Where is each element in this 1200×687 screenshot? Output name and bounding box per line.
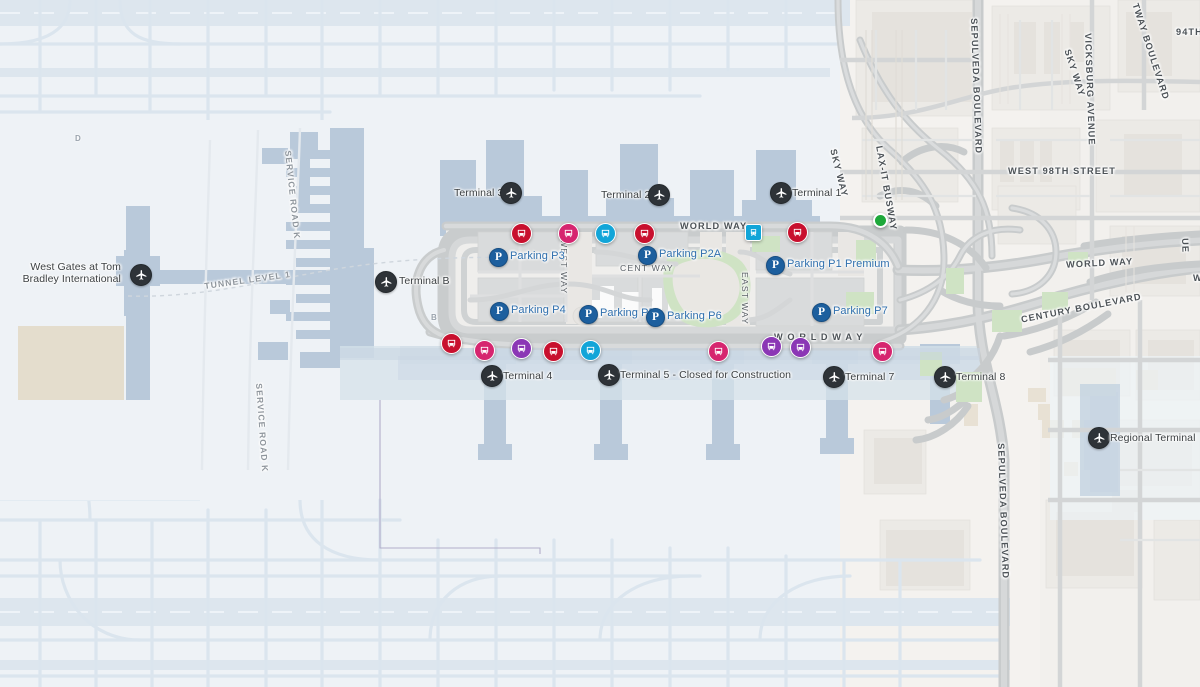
- airplane-icon: [1093, 432, 1104, 443]
- bus-icon: [796, 343, 805, 352]
- terminal-label-terminal-4: Terminal 4: [503, 370, 553, 382]
- terminal-label-west-gates-tbit: West Gates at Tom Bradley International: [22, 261, 121, 285]
- shuttle-stop-south-7[interactable]: [761, 336, 782, 357]
- road-label-sepulveda-boulevard-north: SEPULVEDA BOULEVARD: [969, 18, 984, 155]
- terminal-pin-terminal-8[interactable]: [934, 366, 956, 388]
- road-label-tunnel-level-1: TUNNEL LEVEL 1: [203, 268, 292, 292]
- airplane-icon: [939, 371, 950, 382]
- airplane-icon: [135, 269, 146, 280]
- terminal-label-regional-terminal: Regional Terminal: [1110, 432, 1196, 444]
- people-mover-station-north[interactable]: [745, 224, 762, 241]
- terminal-label-terminal-3: Terminal 3: [454, 187, 504, 199]
- terminal-pin-west-gates-tbit[interactable]: [130, 264, 152, 286]
- road-label-century-boulevard: CENTURY BOULEVARD: [1020, 291, 1143, 325]
- road-label-world-way-north: WORLD WAY: [680, 221, 748, 231]
- airfield-code-d: D: [75, 134, 81, 143]
- shuttle-stop-south-1[interactable]: [441, 333, 462, 354]
- road-label-world-way-south: W O R L D W A Y: [774, 332, 864, 342]
- shuttle-stop-south-8[interactable]: [790, 337, 811, 358]
- airplane-icon: [775, 187, 786, 198]
- bus-icon: [517, 229, 526, 238]
- road-label-west-98th-street: WEST 98TH STREET: [1008, 166, 1116, 176]
- terminal-label-terminal-8: Terminal 8: [956, 371, 1006, 383]
- bus-icon: [480, 346, 489, 355]
- parking-pin-p5[interactable]: P: [579, 305, 598, 324]
- parking-label-p6: Parking P6: [667, 310, 722, 322]
- terminal-label-terminal-1: Terminal 1: [792, 187, 842, 199]
- shuttle-stop-south-2[interactable]: [474, 340, 495, 361]
- shuttle-stop-north-3[interactable]: [595, 223, 616, 244]
- bus-icon: [586, 346, 595, 355]
- lax-it-busway-stop-dot[interactable]: [873, 213, 888, 228]
- shuttle-stop-north-5[interactable]: [787, 222, 808, 243]
- bus-icon: [447, 339, 456, 348]
- road-label-sky-way-mid: SKY WAY: [828, 148, 850, 199]
- shuttle-stop-south-3[interactable]: [511, 338, 532, 359]
- terminal-pin-regional-terminal[interactable]: [1088, 427, 1110, 449]
- parking-pin-p6[interactable]: P: [646, 308, 665, 327]
- bus-icon: [793, 228, 802, 237]
- parking-pin-p4[interactable]: P: [490, 302, 509, 321]
- terminal-pin-terminal-7[interactable]: [823, 366, 845, 388]
- parking-pin-p1-premium[interactable]: P: [766, 256, 785, 275]
- parking-pin-p2a[interactable]: P: [638, 246, 657, 265]
- terminal-pin-terminal-2[interactable]: [648, 184, 670, 206]
- shuttle-stop-south-6[interactable]: [708, 341, 729, 362]
- shuttle-stop-south-5[interactable]: [580, 340, 601, 361]
- road-label-boulevard-northeast: TWAY BOULEVARD: [1130, 2, 1172, 102]
- parking-label-p2a: Parking P2A: [659, 248, 722, 260]
- shuttle-stop-south-4[interactable]: [543, 341, 564, 362]
- terminal-label-terminal-2: Terminal 2: [601, 189, 651, 201]
- train-icon: [750, 229, 757, 236]
- parking-pin-p7[interactable]: P: [812, 303, 831, 322]
- terminal-label-terminal-b: Terminal B: [399, 275, 450, 287]
- road-label-service-road-k-north: SERVICE ROAD K: [283, 150, 303, 240]
- airplane-icon: [486, 370, 497, 381]
- road-label-east-way: EAST WAY: [740, 272, 750, 325]
- road-label-vicksburg-avenue: VICKSBURG AVENUE: [1083, 33, 1097, 146]
- bus-icon: [601, 229, 610, 238]
- road-label-sepulveda-boulevard-south: SEPULVEDA BOULEVARD: [996, 443, 1011, 580]
- bus-icon: [640, 229, 649, 238]
- road-label-sky-way-top: SKY WAY: [1062, 48, 1088, 98]
- road-label-avenue-edge: UE: [1180, 238, 1191, 254]
- airplane-icon: [828, 371, 839, 382]
- bus-icon: [767, 342, 776, 351]
- bus-icon: [714, 347, 723, 356]
- terminal-pin-terminal-5[interactable]: [598, 364, 620, 386]
- shuttle-stop-north-4[interactable]: [634, 223, 655, 244]
- bus-icon: [549, 347, 558, 356]
- shuttle-stop-north-2[interactable]: [558, 223, 579, 244]
- terminal-label-terminal-7: Terminal 7: [845, 371, 895, 383]
- parking-label-p4: Parking P4: [511, 304, 566, 316]
- bus-icon: [517, 344, 526, 353]
- parking-pin-p3[interactable]: P: [489, 248, 508, 267]
- airplane-icon: [603, 369, 614, 380]
- parking-label-p1-premium: Parking P1 Premium: [787, 258, 890, 270]
- road-label-service-road-k-south: SERVICE ROAD K: [254, 383, 271, 473]
- terminal-pin-terminal-b[interactable]: [375, 271, 397, 293]
- parking-label-p7: Parking P7: [833, 305, 888, 317]
- terminal-label-terminal-5: Terminal 5 - Closed for Construction: [620, 369, 792, 381]
- road-label-west-way: WEST WAY: [559, 239, 569, 295]
- bus-icon: [878, 347, 887, 356]
- airplane-icon: [505, 187, 516, 198]
- road-label-world-way-edge: W: [1193, 273, 1200, 283]
- terminal-pin-terminal-3[interactable]: [500, 182, 522, 204]
- shuttle-stop-south-9[interactable]: [872, 341, 893, 362]
- airplane-icon: [653, 189, 664, 200]
- bus-icon: [564, 229, 573, 238]
- road-label-world-way-east: WORLD WAY: [1065, 256, 1134, 270]
- parking-label-p3: Parking P3: [510, 250, 565, 262]
- shuttle-stop-north-1[interactable]: [511, 223, 532, 244]
- airplane-icon: [380, 276, 391, 287]
- terminal-pin-terminal-1[interactable]: [770, 182, 792, 204]
- road-label-94th-street: 94TH: [1176, 27, 1200, 37]
- terminal-pin-terminal-4[interactable]: [481, 365, 503, 387]
- airfield-code-b: B: [431, 313, 437, 322]
